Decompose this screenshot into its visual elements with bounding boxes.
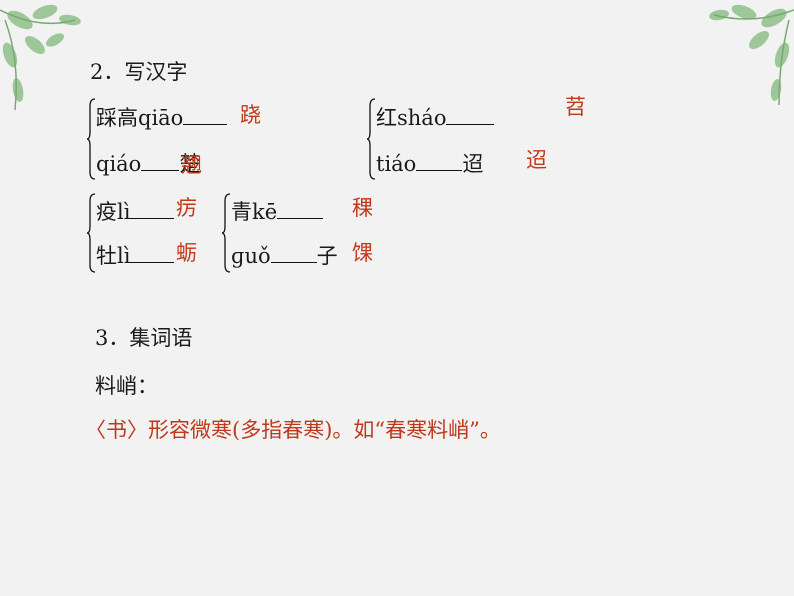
section-3-heading: 3．集词语 — [95, 326, 193, 350]
group3-top-prompt: 疫lì — [96, 200, 131, 224]
group1-bottom-line: qiáo 楚 — [96, 152, 200, 175]
answer-blank — [446, 106, 495, 125]
group2-top-prompt: 红sháo — [376, 106, 447, 130]
group2-bottom-answer: 迢 — [526, 148, 547, 172]
group2-bottom-line: tiáo 迢 — [376, 152, 483, 175]
vocab-definition: 〈书〉形容微寒(多指春寒)。如“春寒料峭”。 — [85, 418, 501, 442]
brace-icon — [86, 98, 96, 180]
group3-bottom-line: 牡lì — [96, 244, 175, 268]
answer-blank — [416, 152, 463, 171]
group1-bottom-suffix: 楚 — [179, 152, 201, 176]
group4-top-prompt: 青kē — [231, 200, 278, 224]
answer-blank — [270, 244, 317, 263]
group2-bottom-prompt: tiáo — [376, 152, 417, 176]
answer-blank — [130, 200, 175, 219]
leaf-branch-icon — [0, 4, 81, 111]
group3-bottom-answer: 蛎 — [176, 241, 197, 265]
group4-bottom-line: ɡuǒ 子 — [231, 244, 338, 267]
answer-blank — [130, 244, 175, 263]
group3-bottom-prompt: 牡lì — [96, 244, 131, 268]
group4-bottom-prompt: ɡuǒ — [231, 244, 271, 268]
leaf-branch-icon — [709, 4, 794, 106]
brace-icon — [221, 193, 231, 273]
group1-top-line: 踩高qiāo — [96, 106, 228, 130]
group4-top-line: 青kē — [231, 200, 324, 224]
brace-icon — [366, 98, 376, 180]
group1-top-prompt: 踩高qiāo — [96, 106, 184, 130]
answer-blank — [183, 106, 228, 125]
brace-icon — [86, 193, 96, 273]
group4-bottom-suffix: 子 — [316, 244, 338, 268]
answer-blank — [141, 152, 180, 171]
group4-bottom-answer: 馃 — [352, 241, 373, 265]
group1-bottom-prompt: qiáo — [96, 152, 142, 176]
answer-blank — [277, 200, 324, 219]
group2-bottom-suffix: 迢 — [462, 152, 484, 176]
group3-top-line: 疫lì — [96, 200, 175, 224]
group2-top-line: 红sháo — [376, 106, 495, 130]
section-2-heading: 2．写汉字 — [90, 60, 188, 84]
group1-top-answer: 跷 — [240, 103, 261, 127]
group1-bottom-answer: 翘 — [181, 153, 202, 177]
group4-top-answer: 稞 — [352, 196, 373, 220]
group2-top-answer: 苕 — [565, 95, 586, 119]
vocab-term: 料峭： — [95, 374, 158, 398]
group3-top-answer: 疠 — [176, 196, 197, 220]
